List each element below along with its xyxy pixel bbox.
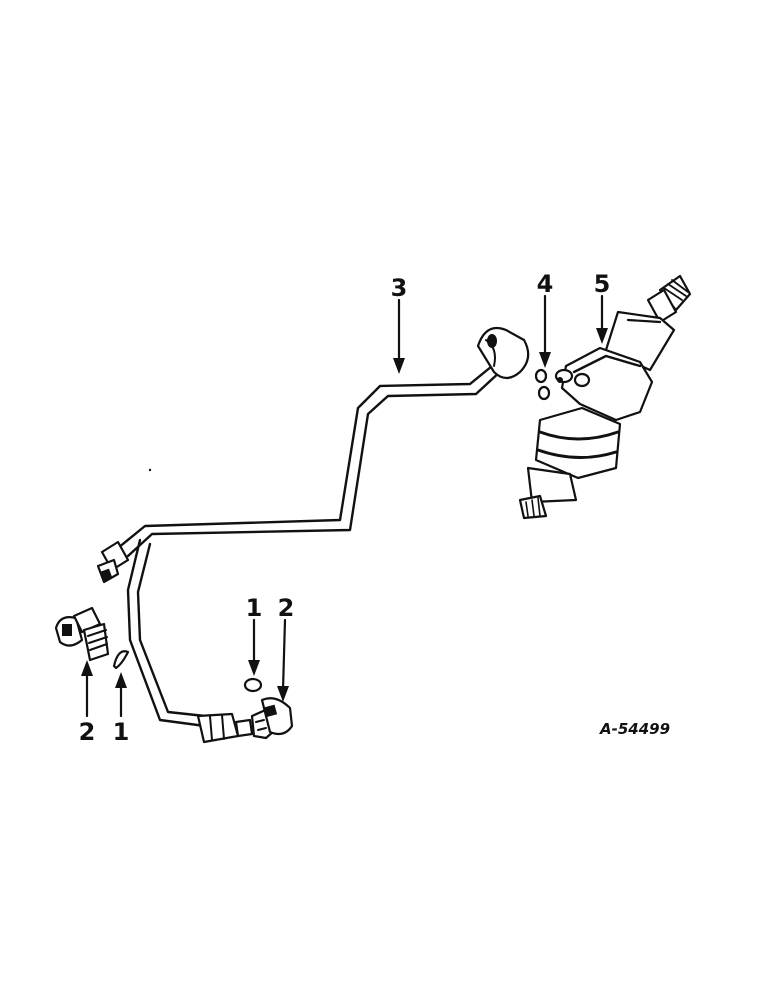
callout-2-right: 2 xyxy=(278,594,295,622)
gasket-ring-right xyxy=(243,677,263,693)
callout-4: 4 xyxy=(537,270,554,298)
tube-cap-fitting xyxy=(476,326,530,380)
figure-number: A-54499 xyxy=(599,720,670,738)
scan-speck xyxy=(148,468,152,472)
callout-5: 5 xyxy=(594,270,611,298)
callout-3: 3 xyxy=(391,274,408,302)
elbow-fitting-left xyxy=(54,606,110,662)
o-rings xyxy=(534,368,551,401)
leader-arrows xyxy=(81,294,608,718)
elbow-fitting-right xyxy=(250,697,294,740)
bottom-tube-nut xyxy=(196,712,254,744)
gasket-ring-left xyxy=(112,650,130,670)
valve-body xyxy=(518,274,692,520)
left-tube-nut xyxy=(96,540,130,584)
callout-1-right: 1 xyxy=(246,594,263,622)
callout-2-left: 2 xyxy=(79,718,96,746)
callout-1-left: 1 xyxy=(113,718,130,746)
tube-assembly xyxy=(96,326,530,744)
